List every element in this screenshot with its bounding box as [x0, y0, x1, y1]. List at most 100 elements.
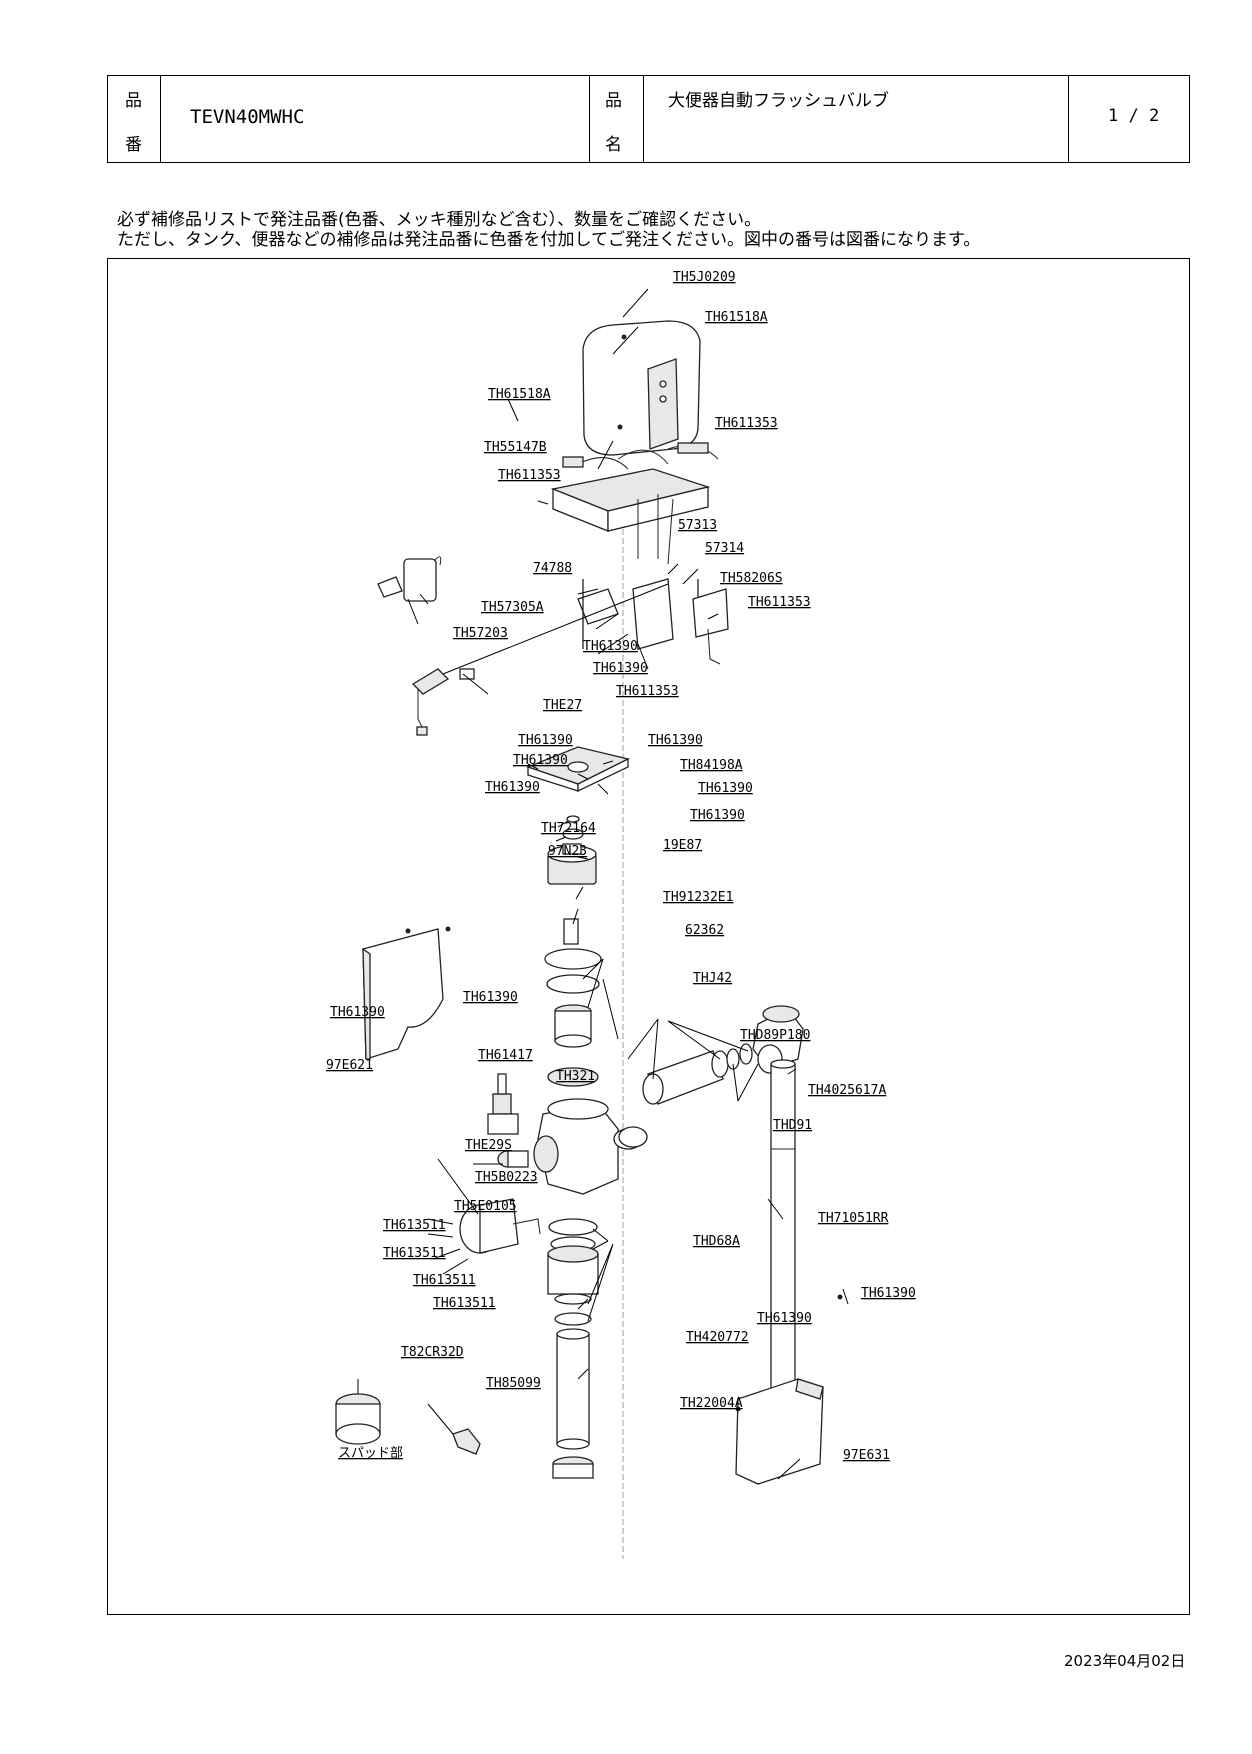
part-label: TH57305A [481, 600, 544, 615]
part-label: 97E621 [326, 1058, 373, 1073]
diagram-canvas: TH5J0209 TH61518A TH61518A TH55147B TH61… [326, 270, 916, 1559]
product-code: TEVN40MWHC [190, 106, 305, 128]
valve-body [533, 1098, 619, 1195]
o-ring [566, 815, 580, 823]
part-label: 19E87 [663, 838, 702, 853]
part-label: TH321 [556, 1069, 595, 1084]
part-label: TH5J0209 [673, 270, 736, 285]
cable-the27 [411, 583, 669, 736]
part-label: THD68A [693, 1234, 740, 1249]
part-label: TH22004A [680, 1396, 743, 1411]
vertical-pipe [770, 1059, 796, 1409]
part-label: 57313 [678, 518, 717, 533]
part-label: スパッド部 [338, 1446, 403, 1461]
part-label: THJ42 [693, 971, 732, 986]
part-label: T82CR32D [401, 1345, 464, 1360]
note-line-1: 必ず補修品リストで発注品番(色番、メッキ種別など含む）、数量をご確認ください。 [117, 210, 762, 230]
screw [621, 334, 627, 340]
part-label: TH4025617A [808, 1083, 886, 1098]
part-th5b0223 [497, 1150, 529, 1168]
sensor-cover [582, 320, 701, 456]
part-label: TH61390 [513, 753, 568, 768]
part-label: THD91 [773, 1118, 812, 1133]
part-label: 62362 [685, 923, 724, 938]
exploded-parts-diagram: TH5J0209 TH61518A TH61518A TH55147B TH61… [107, 258, 1190, 1615]
solenoid-19e87 [547, 843, 597, 945]
note-line-2: ただし、タンク、便器などの補修品は発注品番に色番を付加してご発注ください。図中の… [117, 230, 981, 250]
issue-date: 2023年04月02日 [1064, 1652, 1186, 1670]
part-label: TH84198A [680, 758, 743, 773]
part-label: TH61390 [690, 808, 745, 823]
part-label: TH61417 [478, 1048, 533, 1063]
part-label: TH420772 [686, 1330, 749, 1345]
divider [1068, 76, 1069, 162]
part-label: TH613511 [413, 1273, 476, 1288]
part-label: 97N23 [548, 844, 587, 859]
part-label: TH611353 [498, 468, 561, 483]
divider [160, 76, 161, 162]
part-label: TH611353 [616, 684, 679, 699]
screw [735, 1406, 741, 1412]
part-label: 97E631 [843, 1448, 890, 1463]
ring-th321 [547, 1067, 599, 1087]
hinmei-label-1: 品 [605, 91, 622, 111]
part-label: TH57203 [453, 626, 508, 641]
tool-th85099 [452, 1428, 481, 1455]
part-label: TH61518A [705, 310, 768, 325]
part-label: TH611353 [748, 595, 811, 610]
hinban-label-2: 番 [125, 135, 142, 155]
valve-piston [554, 1004, 592, 1048]
part-label: TH61390 [583, 639, 638, 654]
screw [617, 424, 623, 430]
part-label: TH61518A [488, 387, 551, 402]
part-label: TH55147B [484, 440, 547, 455]
part-label: TH61390 [518, 733, 573, 748]
valve-seat-thd68a [547, 1218, 599, 1326]
part-label: 74788 [533, 561, 572, 576]
hinmei-label-2: 名 [605, 135, 622, 155]
motor-th5e0105 [459, 1198, 541, 1254]
order-notes: 必ず補修品リストで発注品番(色番、メッキ種別など含む）、数量をご確認ください。 … [117, 210, 980, 250]
header-table: 品 番 TEVN40MWHC 品 名 大便器自動フラッシュバルブ 1 / 2 [107, 75, 1190, 163]
cover-97e631 [735, 1378, 824, 1485]
part-label: TH5B0223 [475, 1170, 538, 1185]
part-label: THD89P180 [740, 1028, 810, 1043]
part-label: TH61390 [330, 1005, 385, 1020]
part-label: TH61390 [485, 780, 540, 795]
product-name: 大便器自動フラッシュバルブ [668, 91, 889, 111]
part-label: TH72164 [541, 821, 596, 836]
part-label: TH613511 [383, 1218, 446, 1233]
sensor-the29s [487, 1073, 519, 1135]
part-label: TH61390 [698, 781, 753, 796]
o-ring-thj42 [546, 974, 600, 994]
part-label: TH5E0105 [454, 1199, 517, 1214]
spud-t82cr32d [335, 1393, 381, 1445]
part-label: TH613511 [383, 1246, 446, 1261]
part-label: 57314 [705, 541, 744, 556]
part-label: TH61390 [463, 990, 518, 1005]
screw [445, 926, 451, 932]
part-label: TH71051RR [818, 1211, 889, 1226]
part-label: TH61390 [593, 661, 648, 676]
bracket-assembly [577, 578, 729, 665]
part-label: TH61390 [757, 1311, 812, 1326]
pipe-assembly [613, 1043, 753, 1150]
battery-holder [377, 556, 442, 602]
o-ring-thj42 [544, 948, 602, 970]
page-number: 1 / 2 [1108, 106, 1160, 126]
screw [405, 928, 411, 934]
part-label: TH611353 [715, 416, 778, 431]
screw [837, 1294, 843, 1300]
part-label: TH58206S [720, 571, 783, 586]
part-label: TH613511 [433, 1296, 496, 1311]
hinban-label-1: 品 [125, 91, 142, 111]
mounting-plate [526, 746, 630, 793]
part-label: THE27 [543, 698, 582, 713]
tube-th420772 [556, 1328, 590, 1450]
harness-board [550, 442, 719, 565]
part-label: TH61390 [861, 1286, 916, 1301]
divider [589, 76, 590, 162]
part-label: TH85099 [486, 1376, 541, 1391]
part-label: TH61390 [648, 733, 703, 748]
divider [643, 76, 644, 162]
